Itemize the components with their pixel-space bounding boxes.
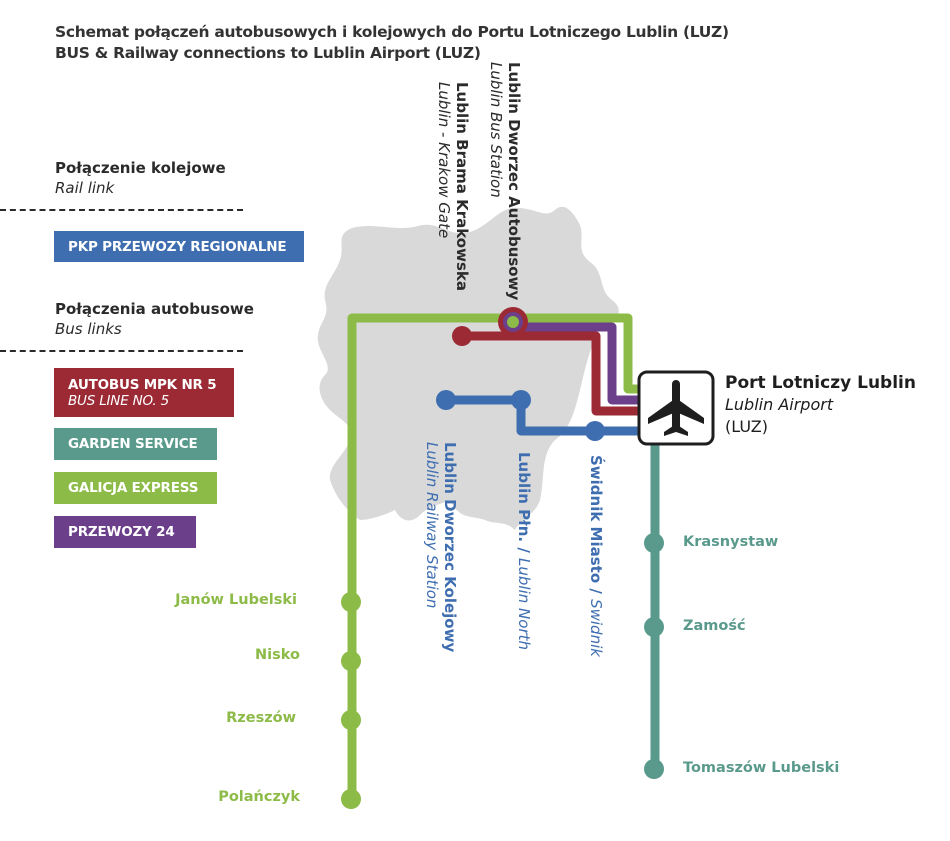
stop-dot-nisko: [341, 651, 361, 671]
krakow-gate-name-pl: Lublin Brama Krakowska: [453, 82, 471, 291]
badge-sublabel: BUS LINE NO. 5: [68, 392, 169, 409]
stop-label-nisko: Nisko: [255, 647, 300, 663]
bus-station-name-pl: Lublin Dworzec Autobusowy: [505, 62, 523, 301]
legend-badge-galicja-express: GALICJA EXPRESS: [54, 472, 217, 504]
airplane-icon: [648, 380, 704, 436]
swidnik-name-en: Swidnik: [587, 599, 605, 657]
separator: /: [515, 542, 533, 559]
stop-dot-krasnystaw: [644, 533, 664, 553]
label-bus-station: Lublin Dworzec Autobusowy Lublin Bus Sta…: [487, 62, 523, 300]
stop-dot-swidnik: [585, 421, 605, 441]
airport-marker: [637, 370, 715, 446]
stop-dot-janow: [341, 592, 361, 612]
legend-badge-pkp: PKP PRZEWOZY REGIONALNE: [54, 231, 304, 262]
badge-label: PRZEWOZY 24: [68, 524, 175, 540]
route-galicja-express: [347, 313, 642, 800]
diagram-title: Schemat połączeń autobusowych i kolejowy…: [55, 22, 729, 64]
stop-dot-zamosc: [644, 617, 664, 637]
stop-dot-lublin-north: [511, 390, 531, 410]
lublin-north-name-pl: Lublin Płn.: [515, 452, 533, 543]
airport-code: (LUZ): [725, 417, 768, 436]
swidnik-name-pl: Świdnik Miasto: [587, 455, 605, 584]
stop-dot-bus-station-core: [507, 316, 519, 328]
badge-label: PKP PRZEWOZY REGIONALNE: [68, 238, 287, 255]
stop-dot-tomaszow: [644, 759, 664, 779]
airport-name-en: Lublin Airport: [725, 395, 834, 414]
railway-station-name-en: Lublin Railway Station: [423, 442, 441, 609]
stop-dot-railway-station: [436, 390, 456, 410]
route-pkp-rail: [446, 395, 642, 436]
legend-badge-przewozy24: PRZEWOZY 24: [54, 516, 196, 548]
bus-heading-pl: Połączenia autobusowe: [55, 300, 254, 318]
krakow-gate-name-en: Lublin - Krakow Gate: [435, 82, 453, 239]
stop-label-tomaszow-lubelski: Tomaszów Lubelski: [683, 760, 840, 776]
stop-label-rzeszow: Rzeszów: [226, 710, 296, 726]
legend-badge-mpk5: AUTOBUS MPK NR 5 BUS LINE NO. 5: [54, 368, 234, 417]
route-mpk5: [462, 331, 642, 416]
legend-divider: [0, 209, 243, 211]
bus-station-name-en: Lublin Bus Station: [487, 62, 505, 198]
rail-heading-en: Rail link: [55, 179, 115, 197]
stop-dot-krakow-gate: [452, 326, 472, 346]
stop-label-krasnystaw: Krasnystaw: [683, 534, 779, 550]
railway-station-name-pl: Lublin Dworzec Kolejowy: [441, 442, 459, 653]
city-area: [317, 206, 619, 530]
legend-badge-garden-service: GARDEN SERVICE: [54, 428, 217, 460]
legend-bus-heading: Połączenia autobusowe Bus links: [55, 299, 254, 339]
label-railway-station: Lublin Dworzec Kolejowy Lublin Railway S…: [423, 442, 459, 652]
route-przewozy24: [512, 322, 642, 405]
stop-dot-polanczyk: [341, 789, 361, 809]
stop-label-zamosc: Zamość: [683, 618, 746, 634]
label-krakow-gate: Lublin Brama Krakowska Lublin - Krakow G…: [435, 82, 471, 291]
stop-dot-rzeszow: [341, 710, 361, 730]
title-polish: Schemat połączeń autobusowych i kolejowy…: [55, 23, 729, 41]
label-swidnik: Świdnik Miasto / Swidnik: [587, 455, 605, 657]
airport-label: Port Lotniczy Lublin Lublin Airport (LUZ…: [725, 372, 916, 438]
stop-label-janow-lubelski: Janów Lubelski: [175, 592, 297, 608]
legend-rail-heading: Połączenie kolejowe Rail link: [55, 158, 226, 198]
rail-heading-pl: Połączenie kolejowe: [55, 159, 226, 177]
stop-label-polanczyk: Polańczyk: [218, 789, 300, 805]
legend-divider: [0, 350, 243, 352]
badge-label: GARDEN SERVICE: [68, 436, 198, 452]
lublin-north-name-en: Lublin North: [515, 558, 533, 650]
badge-label: GALICJA EXPRESS: [68, 480, 199, 496]
label-lublin-north: Lublin Płn. / Lublin North: [515, 452, 533, 650]
title-english: BUS & Railway connections to Lublin Airp…: [55, 44, 481, 62]
airport-name-pl: Port Lotniczy Lublin: [725, 373, 916, 393]
bus-heading-en: Bus links: [55, 320, 122, 338]
badge-label: AUTOBUS MPK NR 5: [68, 376, 217, 393]
separator: /: [587, 583, 605, 600]
